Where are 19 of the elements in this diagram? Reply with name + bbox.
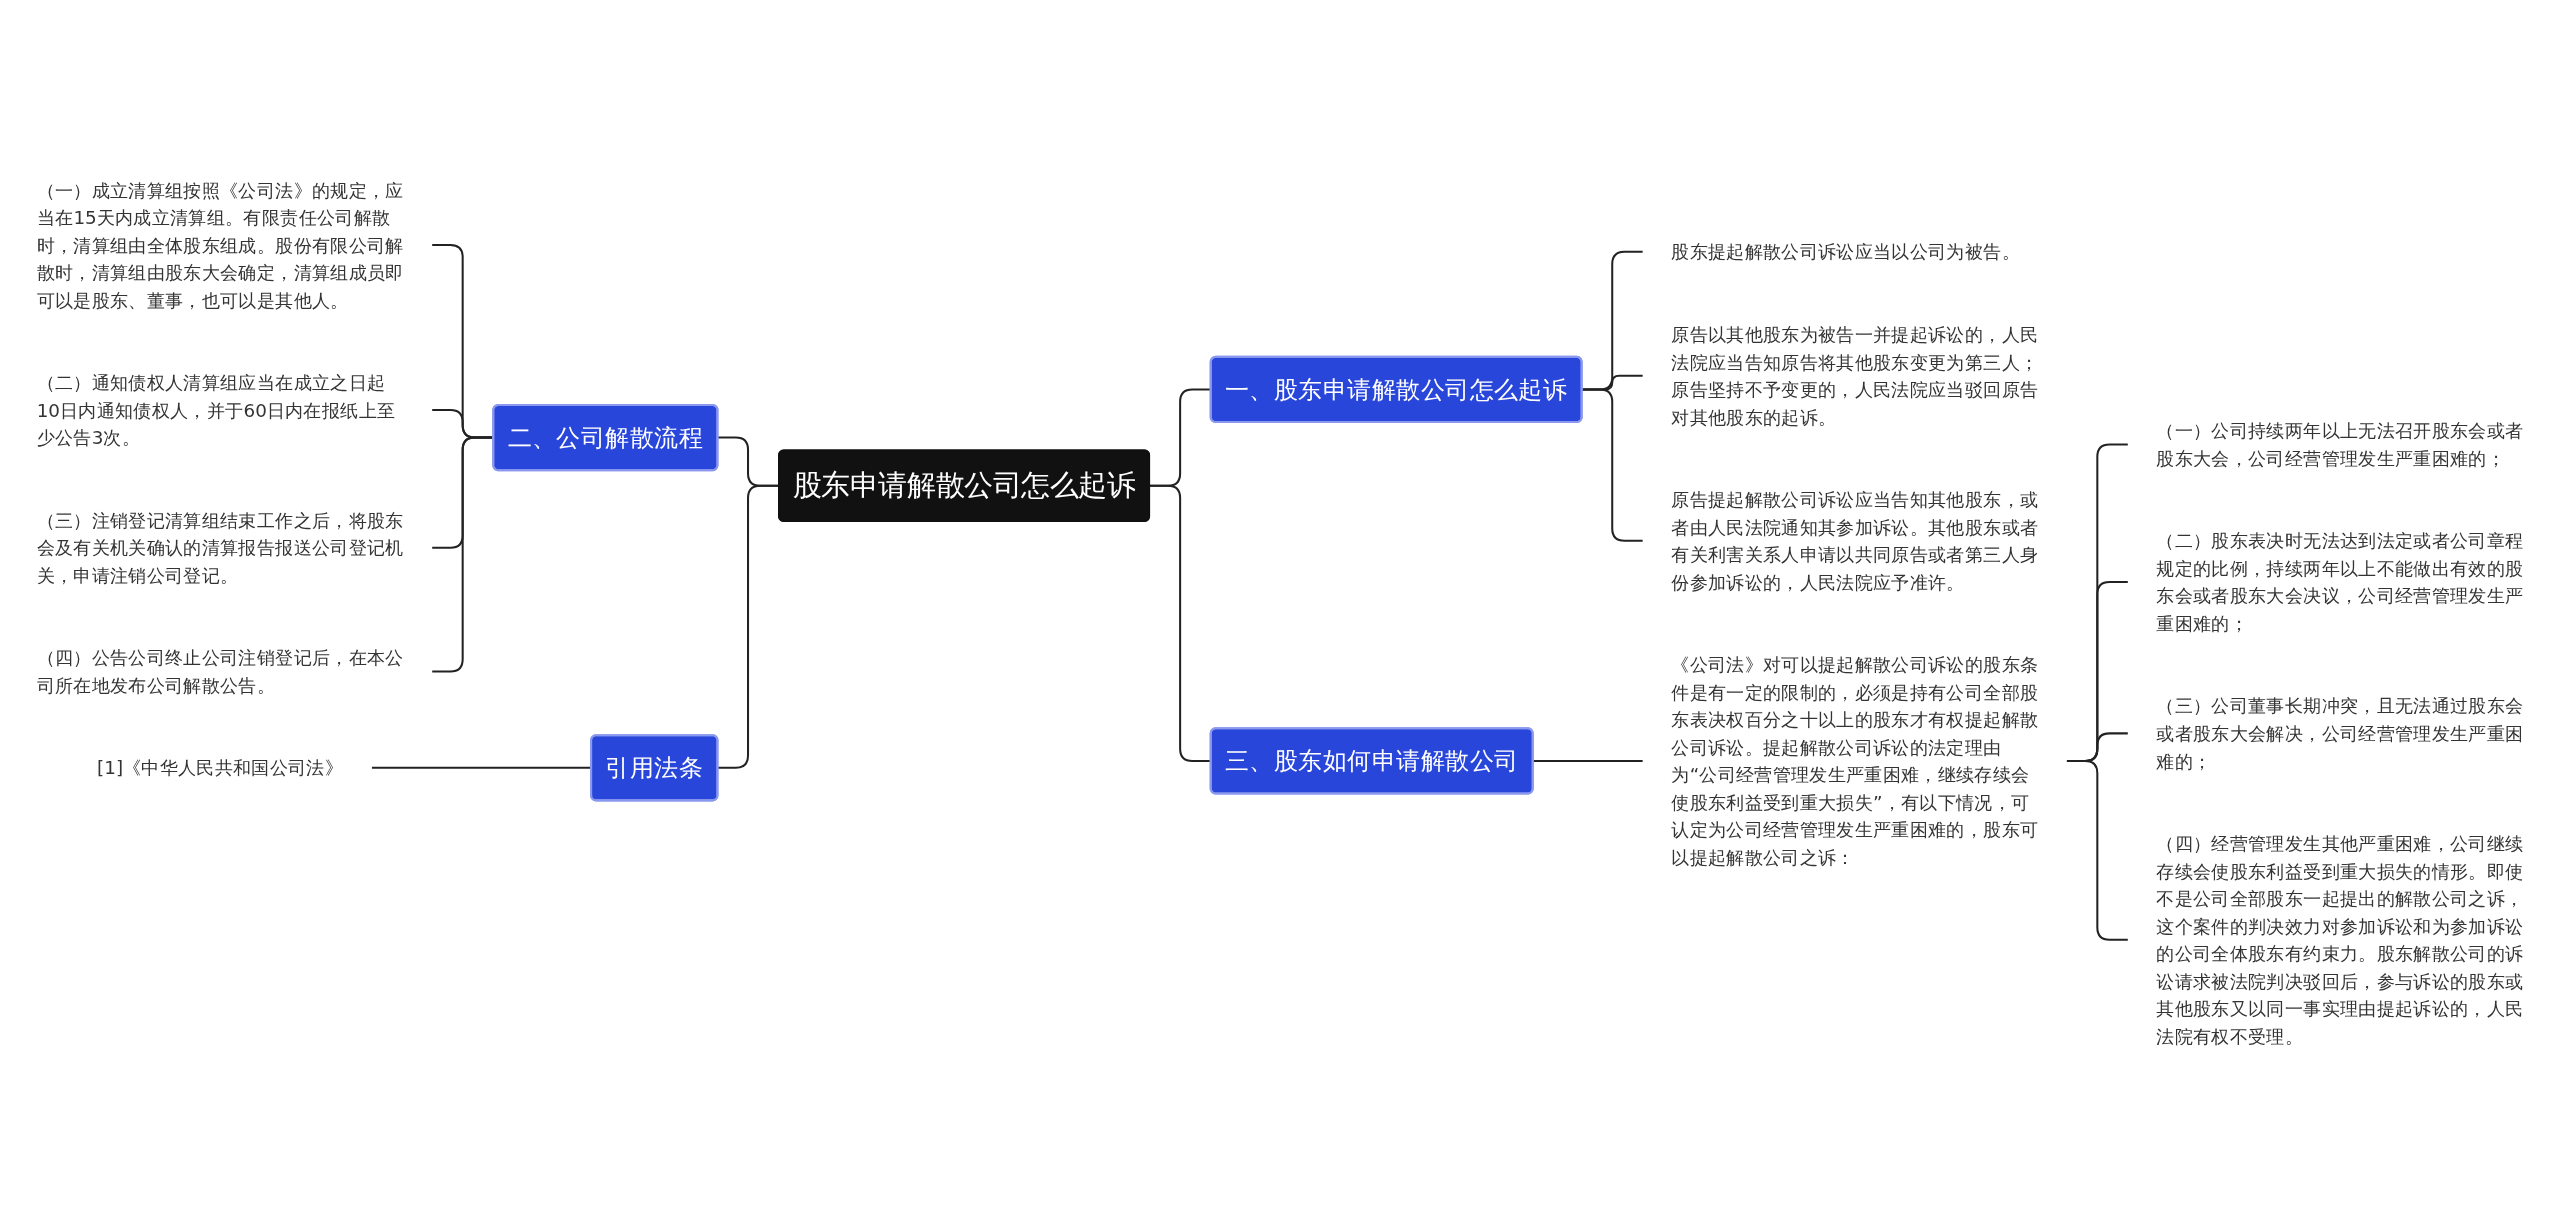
connector	[371, 766, 592, 769]
node-text: [1]《中华人民共和国公司法》	[97, 757, 344, 779]
node-text: （二）股东表决时无法达到法定或者公司章程规定的比例，持续两年以上不能做出有效的股东会或者股东大会决议，公司经营管理发生严重困难的；	[2156, 530, 2524, 635]
node-text: 原告提起解散公司诉讼应当告知其他股东，或者由人民法院通知其参加诉讼。其他股东或者有关利害关系人申请以共同原告或者第三人身份参加诉讼的，人民法院应予准许。	[1671, 488, 2039, 593]
node-text: （三）公司董事长期冲突，且无法通过股东会或者股东大会解决，公司经营管理发生严重困难的；	[2156, 695, 2524, 772]
node-text: （四）公告公司终止公司注销登记后，在本公司所在地发布公司解散公告。	[36, 647, 404, 696]
node-text: 原告以其他股东为被告一并提起诉讼的，人民法院应当告知原告将其他股东变更为第三人；原告坚持不予变更的，人民法院应当驳回原告对其他股东的起诉。	[1671, 323, 2039, 428]
connector	[1581, 388, 1643, 542]
connector	[1532, 759, 1643, 762]
node-text: （四）经营管理发生其他严重困难，公司继续存续会使股东利益受到重大损失的情形。即使不是公司全部股东一起提出的解散公司之诉，这个案件的判决效力对参加诉讼和为参加诉讼的公司全体股东有约束力。股东解散公司的诉讼请求被法院判决驳回后，参与诉讼的股东或其他股东又以同一事实理由提起诉讼的，人民法院有权不受理。	[2156, 832, 2524, 1047]
node-text: （三）注销登记清算组结束工作之后，将股东会及有关机关确认的清算报告报送公司登记机关，申请注销公司登记。	[36, 509, 404, 586]
node-text: 《公司法》对可以提起解散公司诉讼的股东条件是有一定的限制的，必须是持有公司全部股东表决权百分之十以上的股东才有权提起解散公司诉讼。提起解散公司诉讼的法定理由为“公司经营管理发生严重困难，继续存续会使股东利益受到重大损失”，有以下情况，可认定为公司经营管理发生严重困难的，股东可以提起解散公司之诉：	[1671, 653, 2039, 868]
connector	[432, 436, 494, 673]
node-text: （二）通知债权人清算组应当在成立之日起10日内通知债权人，并于60日内在报纸上至少公告3次。	[36, 371, 396, 449]
connector	[717, 484, 779, 769]
node-text: （一）成立清算组按照《公司法》的规定，应当在15天内成立清算组。有限责任公司解散时，清算组由全体股东组成。股份有限公司解散时，清算组由股东大会确定，清算组成员即可以是股东、董事，也可以是其他人。	[36, 179, 404, 311]
node-text: （一）公司持续两年以上无法召开股东会或者股东大会，公司经营管理发生严重困难的；	[2156, 420, 2524, 469]
connector	[1149, 484, 1211, 762]
node-text: 股东提起解散公司诉讼应当以公司为被告。	[1671, 241, 2020, 263]
